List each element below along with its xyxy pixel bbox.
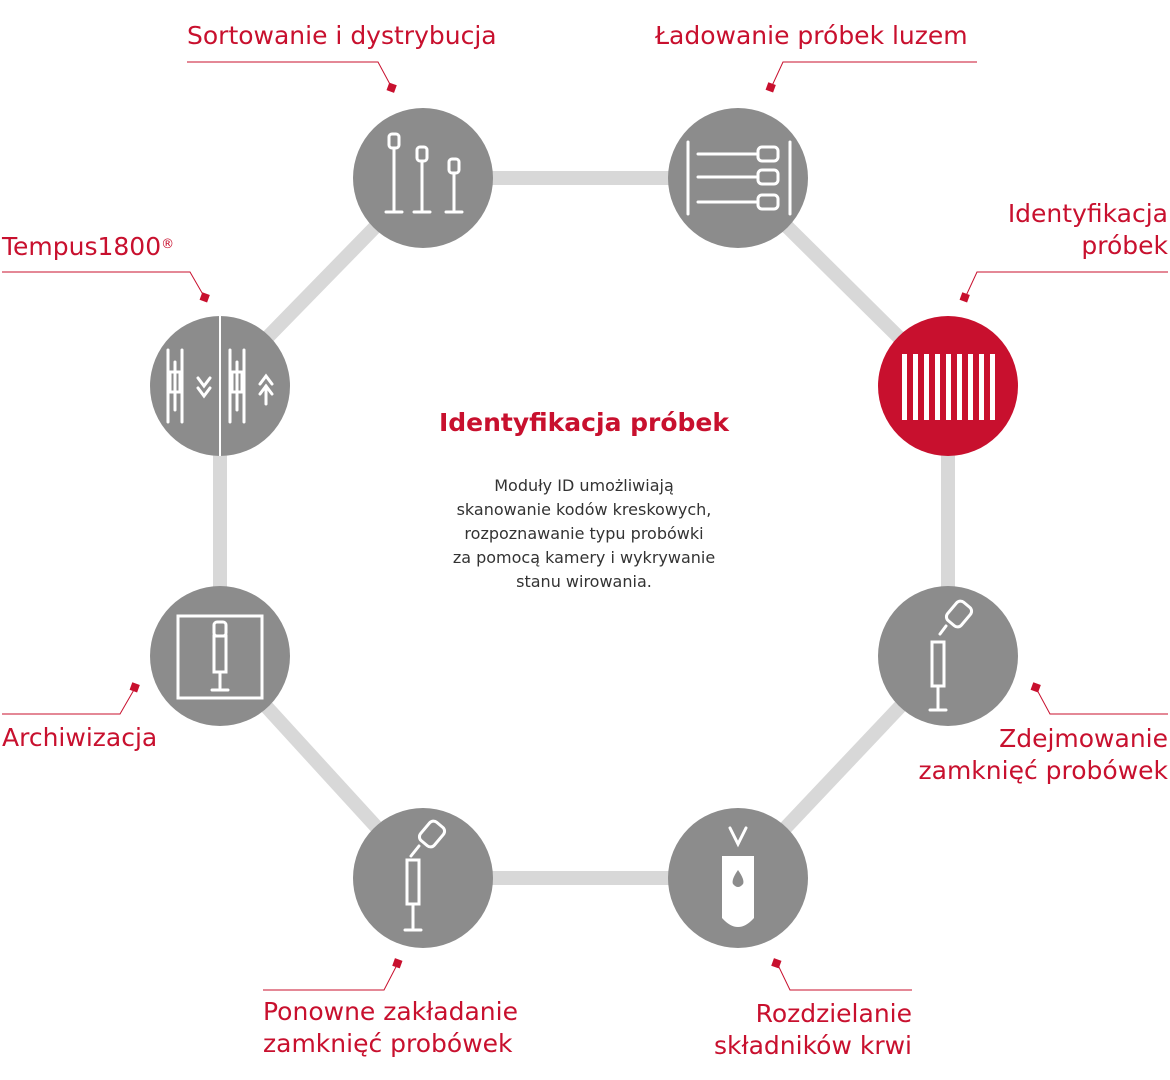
leader-decapping	[1035, 687, 1168, 715]
label-line: Identyfikacja	[1007, 199, 1168, 228]
step-tempus[interactable]	[150, 316, 290, 456]
label-line: Zdejmowanie	[999, 724, 1168, 753]
label-line: próbek	[1081, 231, 1168, 260]
label-decapping: Zdejmowanie zamknięć probówek	[919, 723, 1169, 787]
label-bulk-loading: Ładowanie próbek luzem	[655, 21, 968, 50]
step-recapping[interactable]	[353, 808, 493, 948]
leader-separation	[776, 962, 912, 991]
label-line: zamknięć probówek	[918, 756, 1169, 785]
centrifuge-tube-icon	[722, 826, 754, 927]
label-separation: Rozdzielanie składników krwi	[714, 998, 912, 1062]
label-line: Rozdzielanie	[755, 999, 912, 1028]
center-title: Identyfikacja próbek	[438, 408, 730, 437]
label-line: składników krwi	[713, 1031, 912, 1060]
three-tubes-icon	[384, 132, 464, 214]
label-recapping: Ponowne zakładanie zamknięć probówek	[263, 996, 518, 1060]
archive-tube-icon	[176, 614, 264, 700]
registered-mark: ®	[161, 237, 175, 252]
label-line: zamknięć probówek	[263, 1029, 513, 1058]
step-decapping[interactable]	[878, 586, 1018, 726]
label-text: Tempus1800	[2, 232, 162, 261]
leader-recapping	[263, 962, 399, 991]
step-circle	[878, 586, 1018, 726]
leader-bulk-loading	[770, 61, 977, 89]
step-separation[interactable]	[668, 808, 808, 948]
leader-sorting	[187, 61, 393, 89]
step-sorting[interactable]	[353, 108, 493, 248]
step-circle	[150, 586, 290, 726]
label-archiving: Archiwizacja	[2, 723, 158, 752]
leader-archiving	[2, 687, 136, 715]
leader-tempus	[2, 271, 206, 299]
leader-lines	[2, 61, 1168, 991]
step-archiving[interactable]	[150, 586, 290, 726]
label-line: Ponowne zakładanie	[263, 997, 518, 1026]
label-identification: Identyfikacja próbek	[1008, 198, 1168, 262]
step-bulk-loading[interactable]	[668, 108, 808, 248]
tubes-rack-icon	[686, 140, 792, 216]
barcode-icon	[902, 354, 995, 420]
decap-tube-icon	[928, 599, 974, 712]
label-tempus: Tempus1800®	[2, 231, 174, 263]
leader-identification	[964, 271, 1168, 299]
label-sorting: Sortowanie i dystrybucja	[187, 21, 497, 50]
recap-tube-icon	[403, 819, 447, 932]
center-description: Moduły ID umożliwiają skanowanie kodów k…	[452, 476, 716, 591]
step-identification[interactable]	[878, 316, 1018, 456]
step-circle	[353, 808, 493, 948]
tube-transport-icon	[166, 348, 274, 424]
